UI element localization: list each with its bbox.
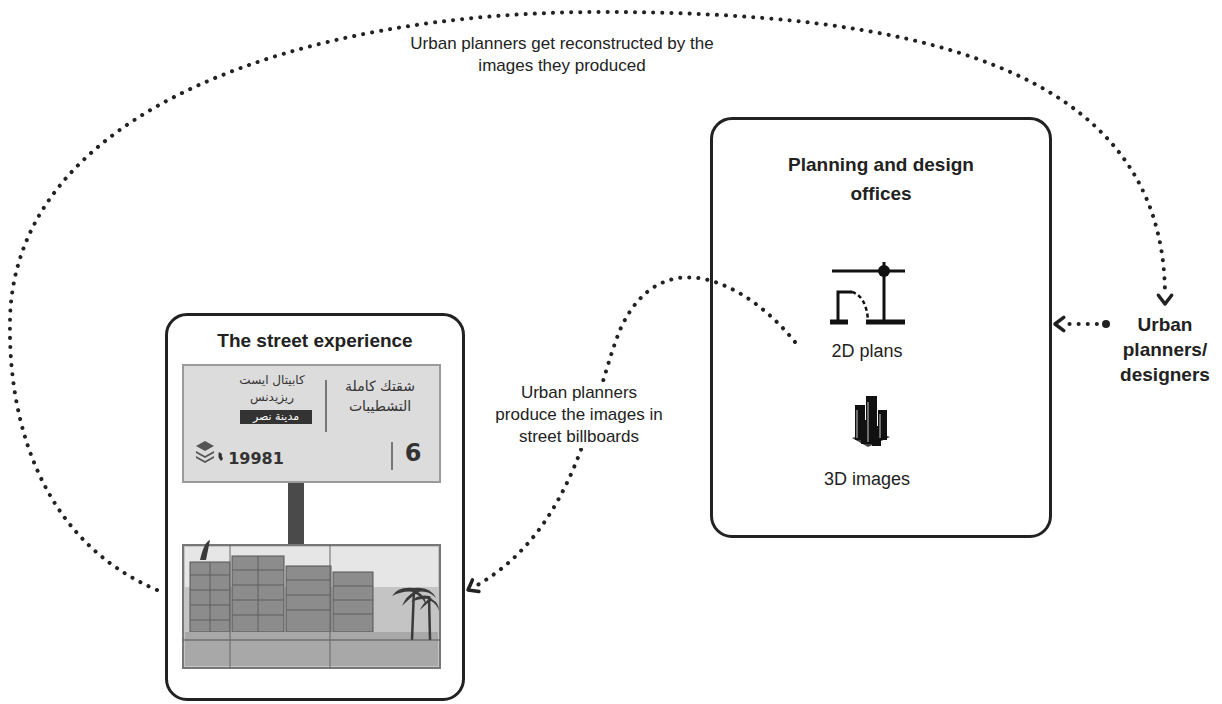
- billboard-text: ريزيدنس: [226, 390, 318, 405]
- experience-box: The street experience: [165, 313, 465, 701]
- arrow-head: [468, 580, 479, 592]
- node-title: 3D images: [797, 468, 937, 490]
- dotted-line: [1067, 322, 1106, 326]
- start-dot: [1102, 320, 1110, 328]
- node-title: Urban planners/ designers: [1112, 312, 1218, 387]
- billboard-text: مدينة نصر: [240, 410, 312, 424]
- billboard-photo: [183, 365, 440, 668]
- dotted-connector: [468, 277, 795, 591]
- dotted-line: [10, 12, 1165, 590]
- edge-label: Urban planners produce the images in str…: [492, 382, 666, 448]
- office-box: Planning and design offices 2D plans 3D im…: [710, 117, 1052, 538]
- edge-label: Urban planners get reconstructed by the …: [400, 33, 724, 77]
- node-title: The street experience: [176, 326, 454, 355]
- billboard-number: 6: [398, 438, 428, 468]
- images-item: 3D images: [797, 388, 937, 498]
- actor-label: Urban planners/ designers: [1112, 308, 1218, 395]
- arrow-head: [1055, 317, 1064, 330]
- billboard-text: شقتك كاملة التشطيبات: [330, 377, 430, 416]
- dotted-line: [474, 277, 795, 587]
- plan-icon: [830, 262, 905, 322]
- dotted-connector: [1055, 317, 1110, 330]
- buildings-icon: [852, 396, 890, 447]
- node-title: Planning and design offices: [763, 150, 999, 208]
- node-title: 2D plans: [797, 340, 937, 362]
- phone-number: 19981: [226, 449, 286, 469]
- plans-item: 2D plans: [797, 252, 937, 370]
- dotted-connector: [10, 12, 1172, 590]
- billboard-text: كابيتال ايست: [226, 373, 318, 388]
- arrow-head: [1158, 295, 1171, 304]
